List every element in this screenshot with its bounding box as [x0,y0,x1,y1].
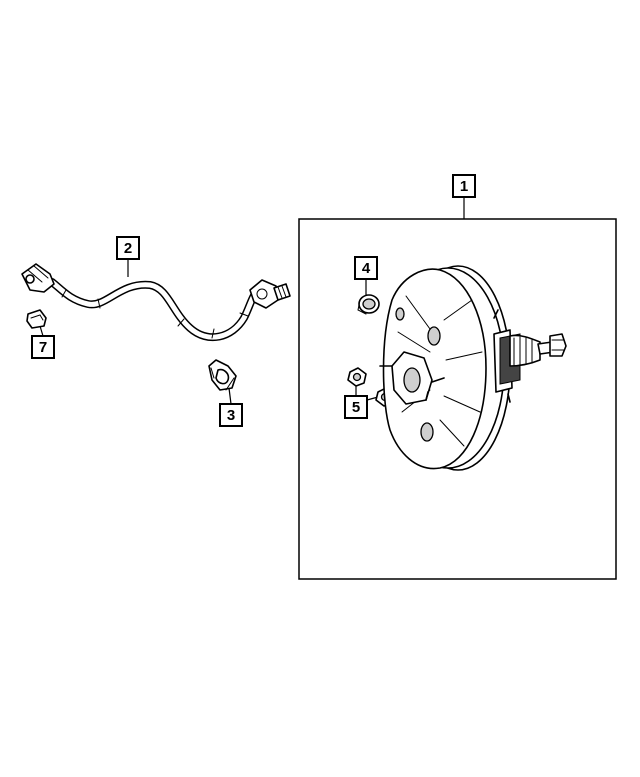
callout-7-label: 7 [39,339,47,356]
callout-1-label: 1 [460,178,468,195]
callout-5[interactable]: 5 [344,383,379,419]
booster-assembly-frame [298,218,617,580]
callout-1[interactable]: 1 [452,174,476,219]
part-7-cap [26,309,47,329]
part-1-brake-booster [379,265,567,471]
callout-4-label: 4 [362,260,371,277]
callout-2-label: 2 [124,240,132,257]
callout-2[interactable]: 2 [116,236,140,277]
part-3-clip [208,359,237,391]
part-4-grommet [357,294,380,315]
callout-3[interactable]: 3 [219,387,243,427]
callout-7[interactable]: 7 [31,325,55,359]
part-2-vacuum-hose [21,263,291,341]
callout-4[interactable]: 4 [354,256,378,295]
callout-3-label: 3 [227,407,235,424]
callout-5-label: 5 [352,399,360,416]
